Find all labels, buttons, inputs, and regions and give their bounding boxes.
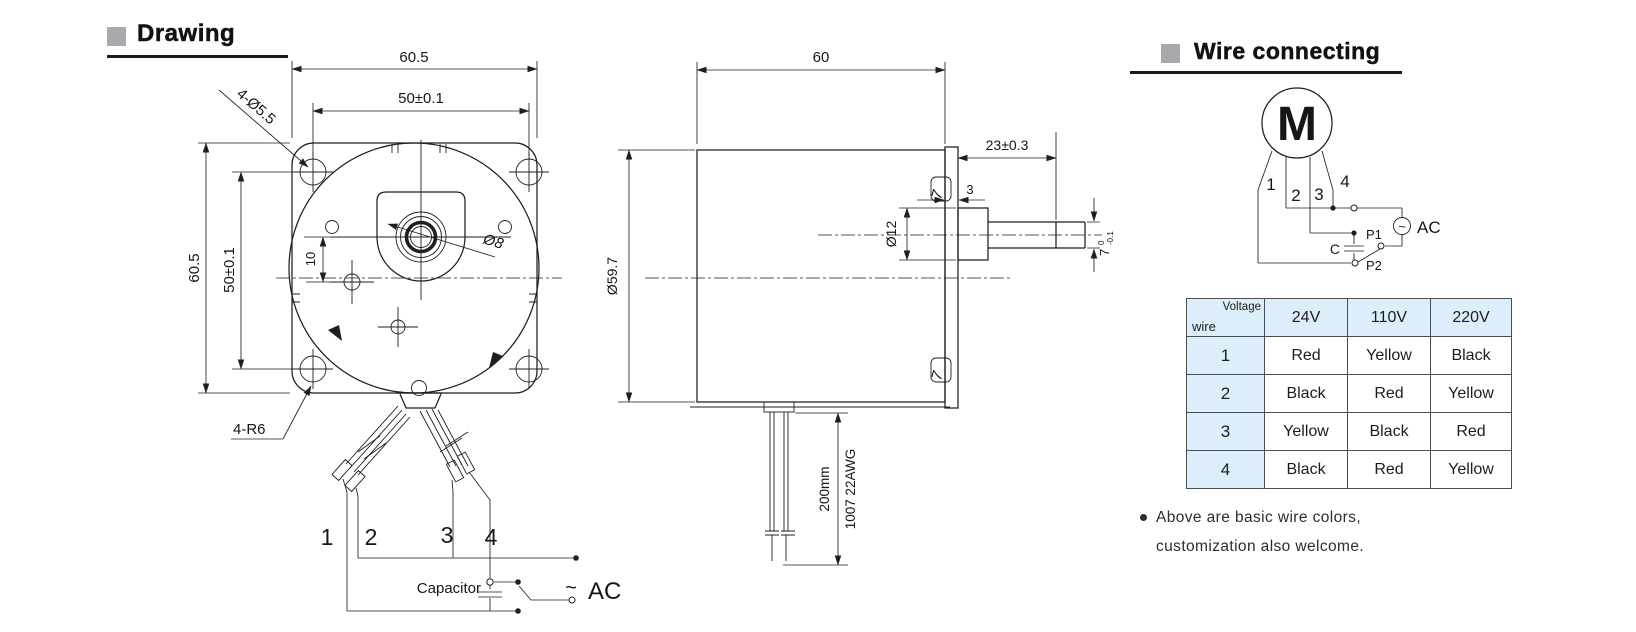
- dim-front-width: 60.5: [399, 49, 428, 66]
- corner-voltage-label: Voltage: [1222, 301, 1261, 313]
- front-capacitor-circuit: 1 2 3 4 Capacitor ~ AC: [321, 471, 621, 614]
- dim-front-hole-span-v: 50±0.1: [221, 247, 238, 293]
- table-row: 1 Red Yellow Black: [1186, 336, 1512, 375]
- cell-w2-220v: Yellow: [1430, 374, 1512, 413]
- gear-boss: [376, 191, 466, 282]
- drawing-heading-title: Drawing: [137, 20, 236, 48]
- cell-w3-24v: Yellow: [1264, 412, 1348, 451]
- lead-label-2: 2: [1291, 186, 1300, 205]
- motor-label: M: [1277, 98, 1317, 151]
- lead-label-3: 3: [1314, 185, 1323, 204]
- dim-front-height: 60.5: [186, 253, 203, 282]
- clip-top-label: 7: [928, 188, 947, 201]
- cell-w2-24v: Black: [1264, 374, 1348, 413]
- table-corner-cell: Voltage wire: [1186, 298, 1265, 337]
- table-row: 3 Yellow Black Red: [1186, 412, 1512, 451]
- capacitor-label: Capacitor: [417, 580, 481, 597]
- front-view: 1 2 3 4 Capacitor ~ AC 60.5 50±0.1 60.5 …: [186, 49, 621, 614]
- table-header-row: Voltage wire 24V 110V 220V: [1186, 298, 1512, 337]
- note-line-1: Above are basic wire colors,: [1156, 509, 1362, 526]
- motor-symbol: [1261, 87, 1333, 159]
- dim-offset-10: 10: [303, 252, 318, 266]
- wire-clip-bottom: [930, 357, 952, 383]
- wire-heading-square-icon: [1161, 44, 1180, 63]
- schematic-ac-label: AC: [1417, 218, 1441, 237]
- table-row: 2 Black Red Yellow: [1186, 374, 1512, 413]
- p1-label: P1: [1366, 227, 1382, 242]
- lead-length-label: 200mm: [817, 466, 832, 511]
- corner-mount-holes: [293, 152, 549, 389]
- row-wire-2: 2: [1186, 374, 1265, 413]
- p2-label: P2: [1366, 258, 1382, 273]
- drawing-heading-rule: [107, 55, 288, 58]
- bullet-icon: [1140, 514, 1147, 521]
- col-header-220v: 220V: [1430, 298, 1512, 337]
- drawing-heading-square-icon: [107, 27, 126, 46]
- cell-w3-220v: Red: [1430, 412, 1512, 451]
- col-header-110v: 110V: [1347, 298, 1431, 337]
- cell-w4-220v: Yellow: [1430, 450, 1512, 489]
- front-wire-label-4: 4: [485, 524, 498, 550]
- row-wire-4: 4: [1186, 450, 1265, 489]
- side-dimensions: 60 Ø59.7 23±0.3 3 Ø12 7 0 -0.1 200mm: [604, 49, 1115, 566]
- clip-bottom-label: 7: [928, 369, 947, 382]
- wire-exit: [396, 392, 443, 409]
- capacitor-symbol-label: C: [1330, 241, 1340, 257]
- front-wire-label-1: 1: [321, 524, 334, 550]
- svg-text:-0.1: -0.1: [1106, 231, 1115, 245]
- lead-wires: [763, 401, 795, 561]
- note-line-2: customization also welcome.: [1156, 538, 1365, 555]
- wire-bundles: [331, 405, 476, 493]
- dim-shaft-extension: 23±0.3: [986, 137, 1029, 153]
- svg-text:0: 0: [1097, 240, 1106, 245]
- cell-w1-24v: Red: [1264, 336, 1348, 375]
- svg-text:7: 7: [1097, 249, 1112, 256]
- corner-wire-label: wire: [1192, 319, 1216, 334]
- row-wire-3: 3: [1186, 412, 1265, 451]
- ac-label: AC: [588, 578, 621, 605]
- shaft-boss: [957, 207, 989, 261]
- ac-tilde: ~: [565, 577, 577, 599]
- cell-w3-110v: Black: [1347, 412, 1431, 451]
- output-shaft: [988, 221, 1086, 249]
- dim-face-thickness: 3: [966, 182, 973, 197]
- front-wire-label-3: 3: [441, 522, 454, 548]
- dim-body-diameter: Ø59.7: [604, 257, 620, 295]
- wiring-schematic: M 1 2 3 4 ~ AC P1 P2 C: [1257, 87, 1441, 273]
- col-header-24v: 24V: [1264, 298, 1348, 337]
- row-wire-1: 1: [1186, 336, 1265, 375]
- front-dimensions: 60.5 50±0.1 60.5 50±0.1 10 4-Ø5.5 Ø8 4-R…: [186, 49, 538, 440]
- dim-front-hole-span-h: 50±0.1: [398, 90, 444, 107]
- lead-spec-label: 1007 22AWG: [843, 449, 858, 530]
- dim-side-length: 60: [813, 49, 830, 66]
- clip-notches: [292, 144, 537, 303]
- cell-w1-220v: Black: [1430, 336, 1512, 375]
- corner-radius-label: 4-R6: [233, 421, 266, 438]
- dim-shaft-flat: 7 0 -0.1: [1097, 231, 1115, 256]
- lead-label-1: 1: [1266, 175, 1275, 194]
- cell-w2-110v: Red: [1347, 374, 1431, 413]
- shaft-dia-label: Ø8: [480, 230, 506, 253]
- side-view: 7 7 60 Ø59.7 23±0.3 3 Ø12: [604, 49, 1115, 566]
- cell-w4-24v: Black: [1264, 450, 1348, 489]
- wire-heading-title: Wire connecting: [1194, 38, 1381, 65]
- front-wire-label-2: 2: [365, 524, 378, 550]
- dim-boss-diameter: Ø12: [883, 221, 899, 248]
- table-row: 4 Black Red Yellow: [1186, 450, 1512, 489]
- cell-w4-110v: Red: [1347, 450, 1431, 489]
- cell-w1-110v: Yellow: [1347, 336, 1431, 375]
- lead-label-4: 4: [1340, 172, 1349, 191]
- ac-source-tilde: ~: [1398, 219, 1406, 234]
- wire-color-note: Above are basic wire colors, customizati…: [1140, 503, 1364, 561]
- wire-heading-rule: [1130, 71, 1402, 74]
- wire-color-table: Voltage wire 24V 110V 220V 1 Red Yellow …: [1186, 298, 1512, 489]
